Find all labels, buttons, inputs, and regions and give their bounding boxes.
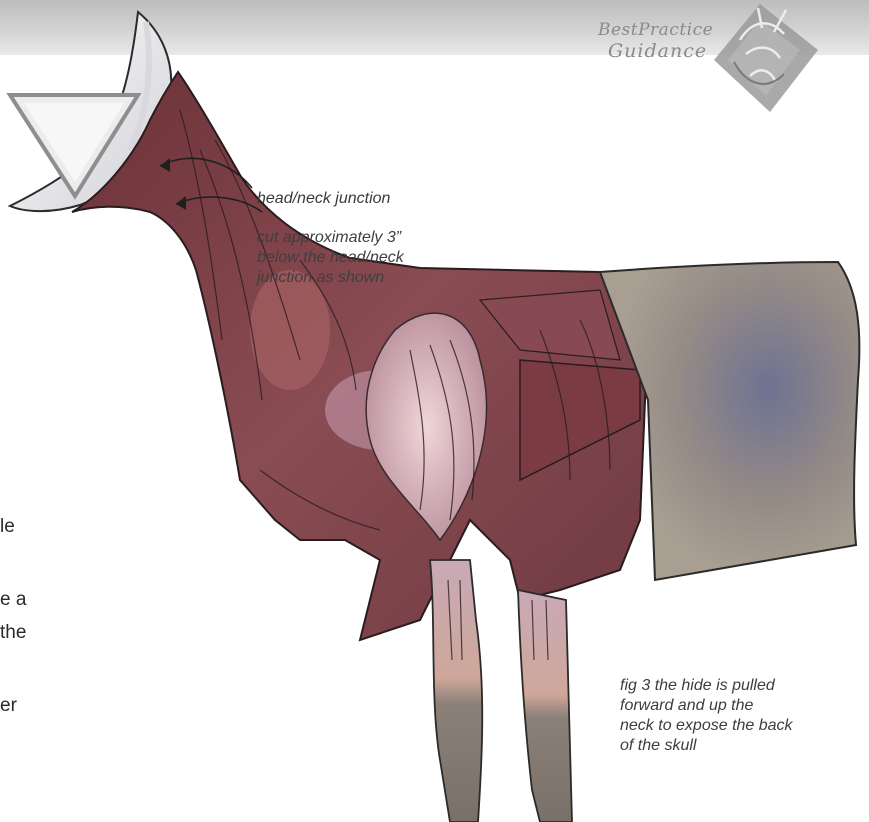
- cut-note-line3: junction as shown: [257, 268, 384, 288]
- caption-line: neck to expose the back: [620, 716, 860, 736]
- head-neck-junction-label: head/neck junction: [257, 189, 390, 209]
- caption-line: forward and up the: [620, 696, 860, 716]
- caption-line: fig 3 the hide is pulled: [620, 676, 860, 696]
- body-text-fragment: e a: [0, 589, 26, 611]
- cut-note-line2: below the head/neck: [257, 248, 404, 268]
- cut-note-line1: cut approximately 3”: [257, 228, 401, 248]
- caption-line: of the skull: [620, 736, 860, 756]
- body-text-fragment: the: [0, 622, 26, 644]
- body-text-fragment: le: [0, 516, 15, 538]
- figure-caption: fig 3 the hide is pulled forward and up …: [620, 676, 860, 756]
- body-text-fragment: er: [0, 695, 17, 717]
